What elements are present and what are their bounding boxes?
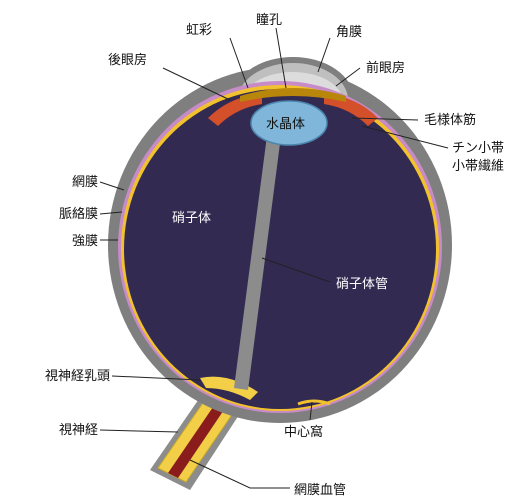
label-lens: 水晶体 (266, 117, 305, 132)
label-retinal-vessels: 網膜血管 (294, 483, 346, 498)
label-sclera: 強膜 (72, 234, 98, 249)
label-fovea: 中心窩 (284, 424, 323, 440)
label-zonule-1: チン小帯 (452, 141, 504, 156)
label-optic-nerve: 視神経 (59, 423, 98, 438)
label-iris: 虹彩 (186, 23, 212, 38)
label-retina: 網膜 (72, 175, 98, 190)
label-hyaloid-canal: 硝子体管 (336, 277, 388, 292)
label-ciliary-muscle: 毛様体筋 (424, 112, 476, 128)
label-posterior-chamber: 後眼房 (108, 52, 147, 68)
label-anterior-chamber: 前眼房 (366, 60, 405, 76)
label-choroid: 脈絡膜 (59, 206, 98, 222)
label-cornea: 角膜 (336, 25, 362, 40)
label-pupil: 瞳孔 (256, 13, 282, 28)
label-vitreous-body: 硝子体 (172, 211, 211, 226)
label-optic-disc: 視神経乳頭 (45, 369, 110, 384)
label-zonule-2: 小帯繊維 (452, 158, 504, 174)
